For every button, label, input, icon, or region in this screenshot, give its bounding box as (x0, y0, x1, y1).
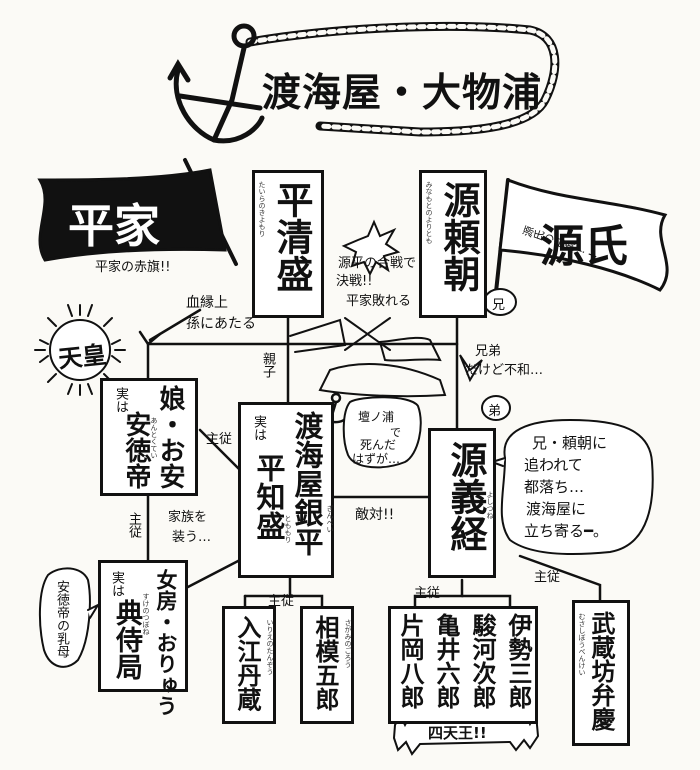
kataoka-name: 片岡八郎 (396, 613, 424, 709)
heike-caption: 平家の赤旗!! (95, 260, 171, 275)
suruga-name: 駿河次郎 (468, 613, 496, 709)
sagami-box: 相模五郎 さがみのごろう (300, 606, 354, 724)
shuju-oyasu: 主従 (206, 432, 233, 447)
page-title: 渡海屋・大物浦 (262, 71, 543, 116)
kyoudai-line2: だけど不和… (465, 363, 544, 378)
explosion-icon (341, 219, 401, 277)
tekitai-label: 敵対!! (355, 507, 395, 523)
battle-scene-sketch (289, 317, 483, 398)
bloodline-line2: 孫にあたる (186, 316, 256, 332)
heike-flag (37, 158, 238, 266)
sagami-name: 相模五郎 (311, 615, 339, 711)
oryu-name: 女房・おりゅう (154, 569, 178, 716)
genpei-line3: 平家敗れる (346, 294, 412, 309)
yoritomo-ruby: みなもとのよりとも (425, 181, 433, 244)
speech-line4: 渡海屋に (526, 500, 587, 518)
oyasu-box: 実は 娘・お安 安徳帝 あんとくてい (100, 378, 198, 496)
benkei-box: 武蔵坊弁慶 むさしぼうべんけい (572, 600, 630, 746)
speech-line3: 都落ち… (524, 478, 585, 496)
anchor-icon (167, 23, 265, 144)
yoshitsune-box: 源義経 よしつね (428, 428, 496, 578)
yoshitsune-ruby: よしつね (486, 491, 494, 519)
nursemaid-note: 安徳帝の乳母 (54, 580, 69, 658)
dannoura-line1: 壇ノ浦 (358, 410, 395, 424)
nursemaid-bubble (38, 567, 91, 668)
dannoura-line4: はずが… (352, 452, 401, 466)
oryu-jitsu: 実は (109, 571, 124, 597)
bloodline-line1: 血縁上 (186, 295, 228, 311)
kiyomori-name: 平清盛 (270, 181, 313, 292)
ginpei-ruby: ぎんぺい (326, 505, 334, 533)
kazoku-line1: 家族を (168, 510, 208, 525)
oyako-label: 親子 (260, 352, 275, 378)
otouto-bubble (481, 395, 511, 421)
speech-line1: 兄・頼朝に (532, 434, 608, 452)
kiyomori-box: 平清盛 たいらのきよもり (252, 170, 324, 318)
kyoudai-line1: 兄弟 (475, 344, 502, 359)
dannoura-bubble (342, 396, 422, 469)
speech-line2: 追われて (524, 456, 583, 474)
irie-box: 入江丹蔵 いりえのたんぞう (222, 606, 276, 724)
shitennou-box: 片岡八郎 亀井六郎 駿河次郎 伊勢三郎 (388, 606, 538, 724)
genji-flag (494, 177, 669, 294)
tomomori-ruby: とももり (284, 515, 292, 543)
sagami-ruby: さがみのごろう (344, 619, 352, 668)
dannoura-line2: で (390, 426, 401, 439)
yoshitsune-name: 源義経 (444, 441, 487, 552)
oryu-true-name: 典侍局 (111, 599, 142, 680)
genji-flag-text: 源氏 (540, 221, 628, 272)
yoritomo-box: 源頼朝 みなもとのよりとも (419, 170, 487, 318)
shitennou-label: 四天王!! (428, 724, 487, 742)
ani-label: 兄 (492, 298, 506, 313)
genpei-line2: 決戦!! (336, 274, 373, 289)
heike-flag-text: 平家 (68, 199, 160, 253)
shuju-tomomori: 主従 (268, 594, 295, 609)
oryu-box: 実は 女房・おりゅう 典侍局 すけのつぼね (98, 560, 188, 716)
genpei-line1: 源平の合戦で (338, 256, 417, 271)
irie-name: 入江丹蔵 (233, 615, 261, 711)
oyasu-ruby: あんとくてい (150, 417, 158, 459)
speech-bubble (500, 418, 654, 555)
kiyomori-ruby: たいらのきよもり (258, 181, 266, 237)
kazoku-line2: 装う… (172, 530, 212, 545)
shuju-oryu: 主従 (126, 512, 141, 538)
ginpei-jitsu: 実は (251, 415, 266, 441)
shuju-shitennou: 主従 (414, 586, 441, 601)
speech-line5: 立ち寄る━。 (524, 522, 609, 540)
shuju-benkei: 主従 (534, 570, 561, 585)
benkei-name: 武蔵坊弁慶 (587, 611, 615, 731)
irie-ruby: いりえのたんぞう (266, 619, 274, 675)
benkei-ruby: むさしぼうべんけい (578, 613, 586, 676)
otouto-label: 弟 (488, 404, 502, 419)
oyasu-jitsu: 実は (113, 387, 128, 413)
oryu-ruby: すけのつぼね (142, 593, 150, 635)
ise-name: 伊勢三郎 (504, 613, 532, 709)
sun-icon (34, 304, 126, 396)
oyasu-true-name: 安徳帝 (121, 411, 151, 489)
ginpei-box: 実は 渡海屋銀平 平知盛 ぎんぺい とももり (238, 402, 334, 578)
yoritomo-name: 源頼朝 (437, 181, 480, 292)
oyasu-name: 娘・お安 (155, 385, 185, 489)
tennou-label: 天皇 (56, 340, 108, 374)
kamei-name: 亀井六郎 (432, 613, 460, 709)
dannoura-line3: 死んだ (360, 438, 397, 452)
ginpei-true-name: 平知盛 (252, 453, 286, 540)
ginpei-name: 渡海屋銀平 (290, 411, 324, 556)
